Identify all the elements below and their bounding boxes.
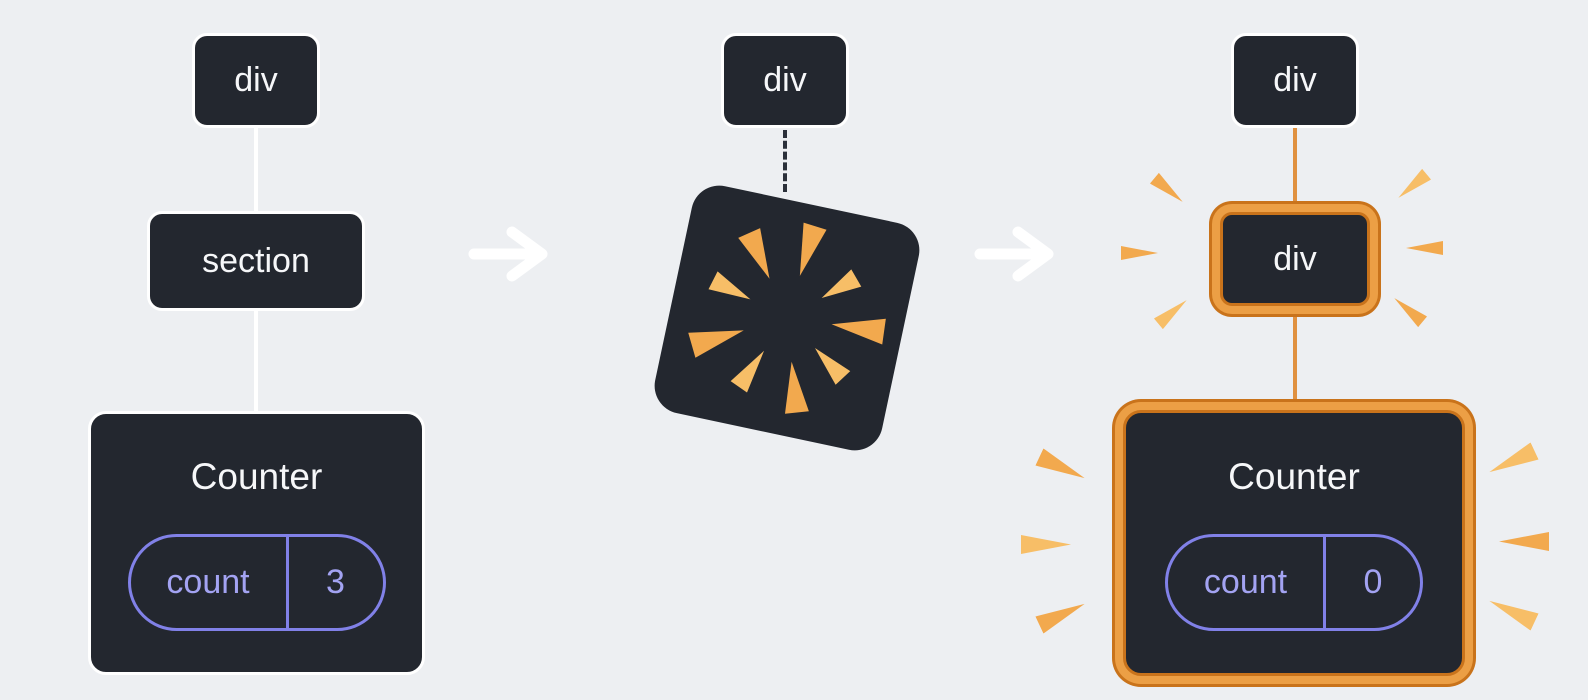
before-state-pill: count 3 (127, 533, 386, 631)
after-state-value: 0 (1363, 562, 1383, 601)
before-connector-root-child (254, 126, 258, 214)
after-connector-child-component (1293, 314, 1297, 402)
after-state-pill: count 0 (1165, 533, 1423, 631)
transition-root-div-node: div (721, 33, 849, 128)
after-root-div-label: div (1273, 61, 1317, 99)
spark-icon (1121, 246, 1158, 260)
poof-explosion-icon (654, 185, 920, 451)
arrow-right-icon (468, 226, 548, 282)
before-counter-title: Counter (190, 455, 323, 497)
before-state-key: count (131, 536, 289, 628)
transition-root-div-label: div (763, 61, 807, 99)
spark-icon (1154, 295, 1191, 330)
before-root-div-label: div (234, 61, 278, 99)
after-state-key: count (1168, 536, 1327, 628)
before-state-value: 3 (326, 562, 345, 601)
spark-icon (1035, 448, 1088, 486)
transition-dashed-connector (783, 130, 787, 192)
before-counter-component: Counter count 3 (88, 411, 425, 675)
spark-icon (1499, 532, 1549, 551)
after-counter-component: Counter count 0 (1123, 410, 1465, 676)
before-section-node: section (147, 211, 365, 311)
after-new-div-node: div (1220, 212, 1370, 306)
spark-icon (1150, 173, 1187, 208)
spark-icon (1485, 442, 1538, 480)
arrow-right-icon (974, 226, 1054, 282)
spark-icon (1394, 169, 1431, 204)
spark-icon (1035, 595, 1088, 633)
before-connector-child-component (254, 309, 258, 414)
before-section-label: section (202, 241, 310, 280)
after-new-div-label: div (1273, 239, 1317, 278)
spark-icon (1485, 592, 1538, 630)
before-root-div-node: div (192, 33, 320, 128)
spark-icon (1406, 241, 1443, 255)
spark-icon (1390, 293, 1427, 328)
after-root-div-node: div (1231, 33, 1359, 128)
after-counter-title: Counter (1228, 455, 1360, 497)
after-connector-root-child (1293, 126, 1297, 204)
spark-icon (1021, 535, 1071, 554)
